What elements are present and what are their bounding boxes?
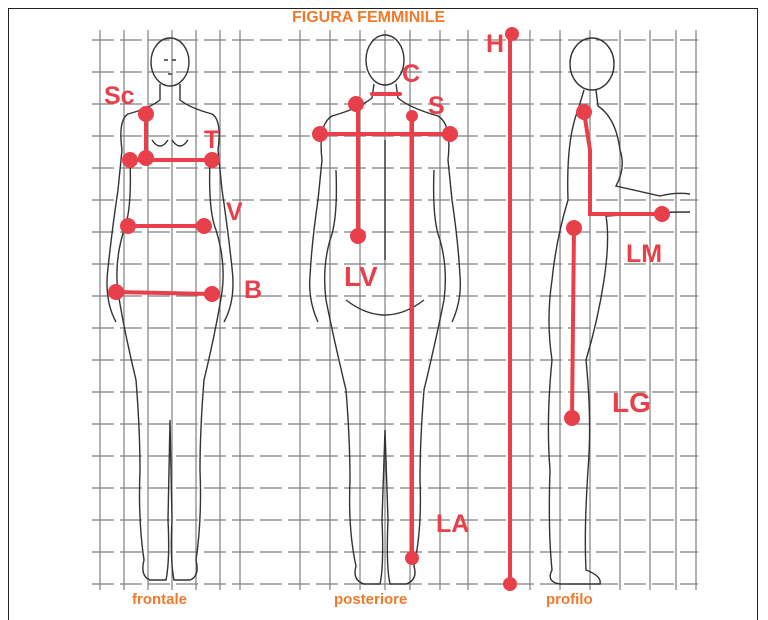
h-point-bottom [505, 579, 515, 589]
lg-point-bottom [566, 412, 578, 424]
c-point-left [350, 98, 362, 110]
label-lm: LM [626, 240, 662, 268]
measure-lines [110, 29, 668, 589]
label-profilo: profilo [546, 591, 593, 608]
lm-point-top [578, 106, 590, 118]
label-b: B [244, 276, 262, 304]
lv-point [352, 230, 364, 242]
s-point-left [314, 128, 326, 140]
label-h: H [486, 30, 504, 58]
b-point-left [110, 286, 122, 298]
sc-point-low [140, 152, 152, 164]
label-v: V [226, 198, 243, 226]
label-c: C [402, 60, 420, 88]
lm-point-end [656, 208, 668, 220]
label-posteriore: posteriore [334, 591, 407, 608]
lg-line [572, 228, 574, 418]
side-figure [548, 38, 690, 584]
la-point-top [408, 112, 416, 120]
lg-point-top [568, 222, 580, 234]
b-line [116, 292, 212, 294]
t-point-left [124, 154, 136, 166]
b-point-right [206, 288, 218, 300]
label-t: T [204, 126, 219, 154]
label-lg: LG [612, 387, 651, 418]
v-point-right [198, 220, 210, 232]
h-point-top [507, 29, 517, 39]
sc-point [140, 108, 152, 120]
t-point-right [206, 154, 218, 166]
label-la: LA [436, 510, 469, 538]
diagram-title: FIGURA FEMMINILE [292, 9, 446, 26]
front-figure [107, 38, 233, 580]
s-point-right [444, 128, 456, 140]
la-point-bottom [407, 553, 417, 563]
label-sc: Sc [104, 82, 135, 110]
label-s: S [428, 92, 445, 120]
label-frontale: frontale [132, 591, 187, 608]
v-point-left [122, 220, 134, 232]
label-lv: LV [344, 261, 378, 292]
